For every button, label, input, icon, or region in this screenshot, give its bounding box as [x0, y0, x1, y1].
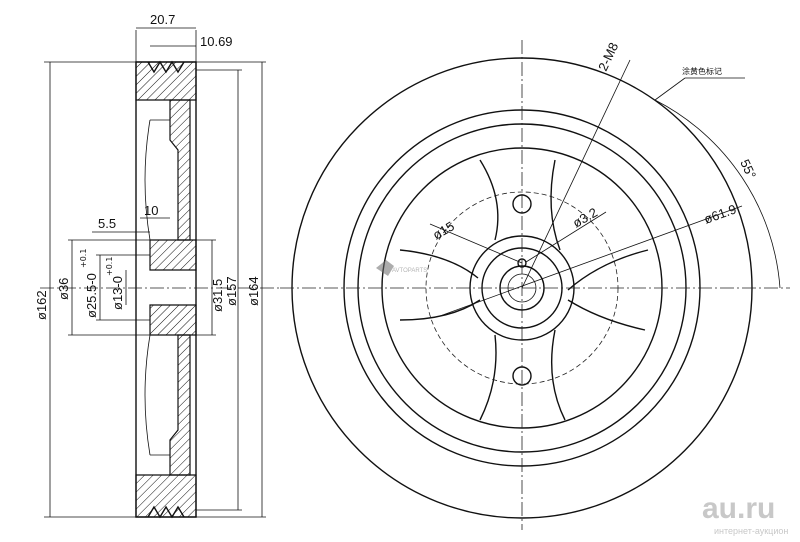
label-dia32: ø3.2 — [570, 205, 600, 231]
label-angle: 55° — [737, 157, 759, 181]
spoke-2 — [550, 159, 561, 251]
dim-hub-dia: ø36 — [56, 278, 71, 300]
spoke-8 — [399, 249, 479, 279]
belt-teeth-top — [147, 60, 185, 74]
label-threads: 2-M8 — [595, 40, 621, 73]
dim-groove-width: 10.69 — [200, 34, 233, 49]
label-pcd: ø61.9 — [702, 201, 738, 226]
watermark: au.ru интернет-аукцион — [702, 492, 788, 536]
dim-offset: 5.5 — [98, 216, 116, 231]
dim-hub-width: 10 — [144, 203, 158, 218]
leader-pcd — [439, 205, 743, 317]
spoke-4 — [399, 299, 481, 321]
dim-inner-tol: +0.1 — [105, 257, 114, 276]
spoke-7 — [567, 299, 646, 331]
belt-teeth-bottom — [147, 505, 185, 519]
web-lower-section — [169, 334, 191, 476]
dim-max-dia: ø164 — [246, 276, 261, 306]
dim-bore2-dia: ø31.5 — [210, 279, 225, 312]
spoke-3 — [567, 249, 649, 291]
leader-dia15 — [429, 223, 523, 264]
leader-dia32 — [525, 211, 607, 263]
front-view: 2-M8 涂黄色标记 55° ø61.9 ø15 ø3.2 — [280, 40, 790, 530]
logo-text: AVTOPARTS — [392, 268, 427, 274]
label-mark-note: 涂黄色标记 — [682, 66, 722, 76]
rim-top-section — [135, 61, 197, 101]
spoke-6 — [551, 329, 566, 421]
center-logo: AVTOPARTS — [376, 260, 427, 276]
label-dia15: ø15 — [430, 218, 457, 242]
dim-ring-dia: ø157 — [224, 276, 239, 306]
rim-bottom-section — [135, 474, 197, 518]
logo-mark-icon — [376, 260, 394, 276]
dim-bore-tol: +0.1 — [79, 249, 88, 268]
dim-inner-dia: ø13-0 — [110, 276, 125, 310]
spoke-5 — [479, 334, 497, 421]
thread-hole-bottom — [512, 366, 532, 386]
angle-arc — [654, 99, 781, 289]
hub-lower-section — [149, 304, 197, 336]
hub-upper-section — [149, 239, 197, 271]
watermark-tagline: интернет-аукцион — [714, 526, 788, 536]
watermark-brand: au.ru — [702, 492, 775, 525]
leader-threads — [521, 59, 631, 289]
dim-width-top: 20.7 — [150, 12, 175, 27]
spoke-1 — [479, 159, 499, 241]
dim-bore-dia: ø25.5-0 — [84, 273, 99, 318]
side-section-view: 20.7 10.69 5.5 10 ø162 ø36 ø25.5-0 +0.1 … — [34, 12, 280, 519]
web-upper-section — [169, 99, 191, 241]
dim-outer-dia: ø162 — [34, 290, 49, 320]
